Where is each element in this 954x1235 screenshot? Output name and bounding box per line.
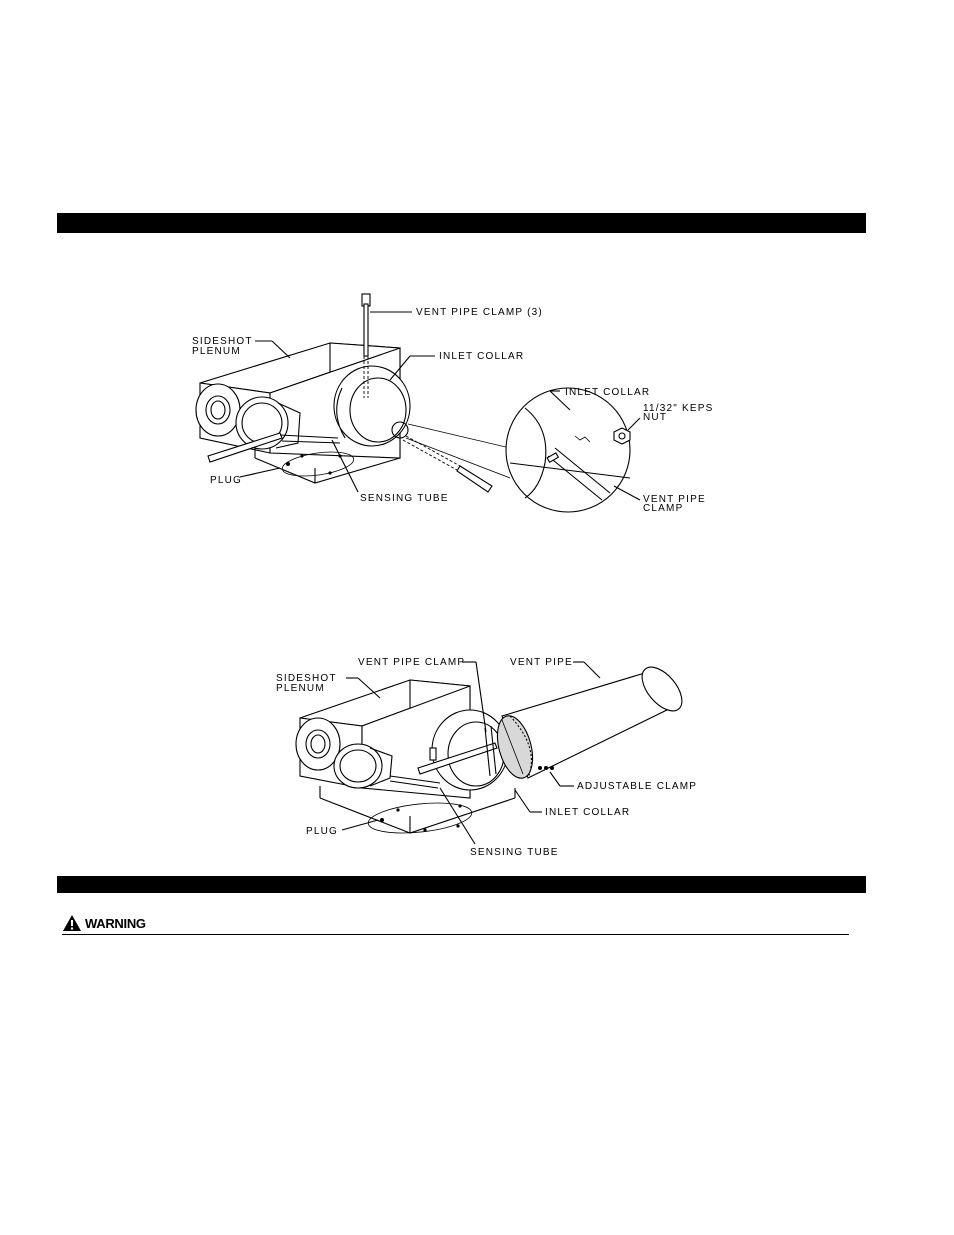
figure-vent-pipe-installed-drawing: VENT PIPE CLAMP VENT PIPE SIDESHOT PLENU… [276,657,697,858]
sensing-tube-drawing-2 [389,747,441,789]
leader-lines-2 [341,661,601,845]
vent-pipe-clamp-right [391,421,493,493]
outlet-cylinders-2 [295,717,393,789]
warning-triangle-icon [63,915,81,931]
label-plenum-2: PLENUM [276,683,325,694]
label-plenum: PLENUM [192,346,241,357]
label-vent-pipe-clamp-3: VENT PIPE CLAMP (3) [416,307,543,318]
label-plug: PLUG [210,475,242,486]
vent-pipe-clamp-top [361,293,371,398]
label-sideshot: SIDESHOT [192,336,253,347]
label-sideshot-2: SIDESHOT [276,673,337,684]
adjustable-clamp-drawing [538,766,554,770]
label-vent-pipe: VENT PIPE [510,657,573,668]
label-detail-inlet-collar: INLET COLLAR [565,387,650,398]
label-keps: 11/32" KEPS [643,403,714,414]
warning-heading: WARNING [62,914,146,932]
label-inlet-collar: INLET COLLAR [439,351,524,362]
label-plug-2: PLUG [306,826,338,837]
label-adjustable-clamp: ADJUSTABLE CLAMP [577,781,697,792]
label-nut: NUT [643,412,667,423]
figure-plenum-assembly-drawing: VENT PIPE CLAMP (3) SIDESHOT PLENUM INLE… [192,293,714,514]
label-vent-pipe-clamp: VENT PIPE CLAMP [358,657,465,668]
label-sensing-tube-2: SENSING TUBE [470,847,559,858]
section-header-bar-bottom [57,876,866,893]
figure-plenum-assembly: VENT PIPE CLAMP (3) SIDESHOT PLENUM INLE… [180,288,740,520]
warning-label: WARNING [85,915,146,931]
label-detail-vent-pipe: VENT PIPE [643,494,706,505]
inlet-collar-drawing [333,365,411,447]
label-sensing-tube: SENSING TUBE [360,493,449,504]
warning-rule [62,934,849,935]
inlet-collar-drawing-2 [431,709,509,791]
label-inlet-collar-2: INLET COLLAR [545,807,630,818]
plug-plate-2 [367,802,473,834]
detail-magnifier [405,387,631,513]
figure-vent-pipe-installed: VENT PIPE CLAMP VENT PIPE SIDESHOT PLENU… [270,648,700,866]
vent-pipe-clamp-strap [417,725,498,777]
sensing-tube-drawing [207,432,341,463]
vent-pipe-drawing [496,666,683,779]
section-header-bar-top [57,213,866,233]
label-detail-clamp: CLAMP [643,503,683,514]
leader-lines [239,311,641,501]
plug-plate [281,451,355,477]
